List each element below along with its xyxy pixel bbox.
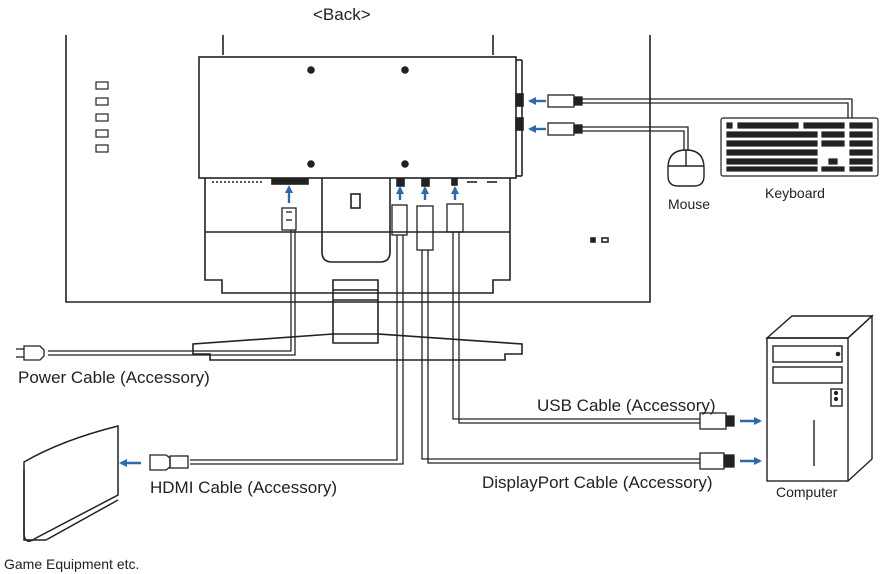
hub-arrows <box>528 97 546 133</box>
computer-arrows <box>740 417 762 465</box>
keyboard-icon <box>720 117 879 177</box>
mouse-label: Mouse <box>668 196 711 212</box>
port-arrows <box>285 185 459 203</box>
control-buttons <box>95 81 109 153</box>
usb-cable <box>446 203 735 430</box>
usb-cable-label: USB Cable (Accessory) <box>537 396 716 415</box>
game-equipment-label: Game Equipment etc. <box>4 556 140 572</box>
mouse-icon <box>667 149 705 187</box>
diagram-title: <Back> <box>313 5 371 24</box>
power-cable-label: Power Cable (Accessory) <box>18 368 210 387</box>
game-equipment-icon <box>23 425 119 542</box>
keyboard-label: Keyboard <box>765 185 825 201</box>
computer-icon <box>765 314 874 482</box>
hdmi-cable-label: HDMI Cable (Accessory) <box>150 478 338 497</box>
displayport-cable <box>416 205 735 470</box>
peripheral-cables <box>547 94 853 150</box>
hdmi-cable <box>149 204 408 471</box>
monitor-back <box>65 35 651 361</box>
displayport-cable-label: DisplayPort Cable (Accessory) <box>482 473 713 492</box>
computer-label: Computer <box>776 484 838 500</box>
power-cable <box>16 207 297 361</box>
